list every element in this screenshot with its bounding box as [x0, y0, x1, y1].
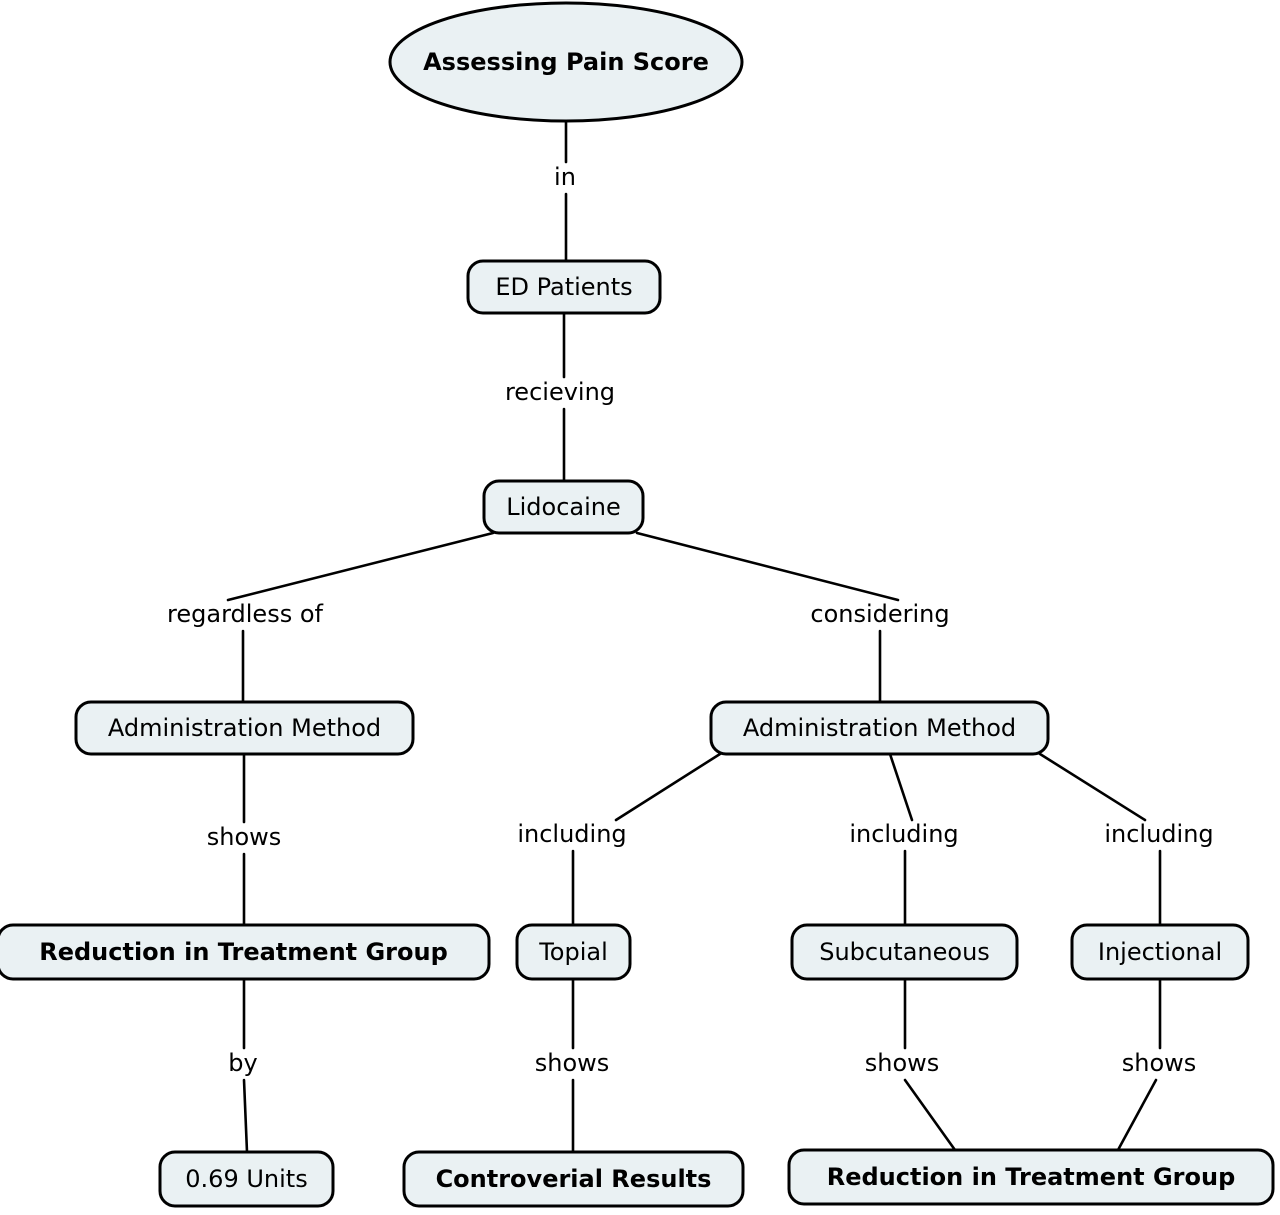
node-label-topial: Topial [538, 938, 608, 966]
node-label-units: 0.69 Units [185, 1165, 307, 1193]
edge-label-edge-including-subcutaneous: including [849, 820, 958, 848]
node-shape-units [158, 1150, 335, 1208]
edge-label-edge-considering: considering [810, 600, 949, 628]
node-shape-ed-patients [466, 259, 662, 315]
node-shape-controverial [402, 1150, 745, 1208]
edge-label-edge-including-topial: including [517, 820, 626, 848]
edge-admin-method-right-to-injectional [1038, 752, 1162, 927]
node-label-root: Assessing Pain Score [423, 48, 709, 76]
edge-label-edge-recieving: recieving [505, 378, 615, 406]
node-shape-subcutaneous [790, 923, 1019, 981]
edge-label-edge-shows-subcutaneous: shows [865, 1049, 940, 1077]
node-shape-lidocaine [482, 479, 645, 535]
edge-label-edge-shows-topial: shows [535, 1049, 610, 1077]
node-lidocaine[interactable]: Lidocaine [482, 479, 645, 535]
node-injectional[interactable]: Injectional [1070, 923, 1250, 981]
node-label-controverial: Controverial Results [436, 1165, 712, 1193]
node-controverial[interactable]: Controverial Results [402, 1150, 745, 1208]
edges-layer [226, 119, 1162, 1154]
node-label-subcutaneous: Subcutaneous [819, 938, 990, 966]
node-shape-injectional [1070, 923, 1250, 981]
node-shape-admin-method-left [74, 700, 415, 756]
node-shape-root [388, 1, 744, 123]
node-label-admin-method-right: Administration Method [743, 714, 1016, 742]
node-shape-topial [515, 923, 632, 981]
node-shape-admin-method-right [709, 700, 1050, 756]
node-label-reduction-left: Reduction in Treatment Group [39, 938, 448, 966]
node-shape-reduction-left [0, 923, 491, 981]
edge-label-edge-shows-left: shows [207, 823, 282, 851]
node-reduction-right[interactable]: Reduction in Treatment Group [787, 1148, 1275, 1206]
node-label-injectional: Injectional [1098, 938, 1222, 966]
edge-lidocaine-to-admin-method-right [635, 531, 900, 704]
node-label-reduction-right: Reduction in Treatment Group [827, 1163, 1236, 1191]
node-shape-reduction-right [787, 1148, 1275, 1206]
edge-subcutaneous-to-reduction-right [903, 977, 957, 1152]
node-ed-patients[interactable]: ED Patients [466, 259, 662, 315]
node-root[interactable]: Assessing Pain Score [388, 1, 744, 123]
edge-label-edge-shows-injectional: shows [1122, 1049, 1197, 1077]
edge-label-edge-regardless-of: regardless of [167, 600, 323, 628]
edge-admin-method-right-to-topial [571, 752, 722, 927]
node-units[interactable]: 0.69 Units [158, 1150, 335, 1208]
node-label-ed-patients: ED Patients [495, 273, 632, 301]
node-admin-method-right[interactable]: Administration Method [709, 700, 1050, 756]
edge-admin-method-right-to-subcutaneous [888, 752, 914, 927]
edge-label-edge-including-injectional: including [1104, 820, 1213, 848]
node-label-lidocaine: Lidocaine [506, 493, 621, 521]
edge-reduction-left-to-units [242, 977, 249, 1154]
node-label-admin-method-left: Administration Method [108, 714, 381, 742]
edge-lidocaine-to-admin-method-left [226, 531, 495, 704]
node-topial[interactable]: Topial [515, 923, 632, 981]
edge-label-edge-by: by [228, 1049, 257, 1077]
node-reduction-left[interactable]: Reduction in Treatment Group [0, 923, 491, 981]
edge-labels-layer: in recieving regardless of considering shows… [167, 163, 1214, 1077]
edge-label-edge-in: in [554, 163, 576, 191]
edge-injectional-to-reduction-right [1116, 977, 1162, 1152]
node-subcutaneous[interactable]: Subcutaneous [790, 923, 1019, 981]
node-admin-method-left[interactable]: Administration Method [74, 700, 415, 756]
